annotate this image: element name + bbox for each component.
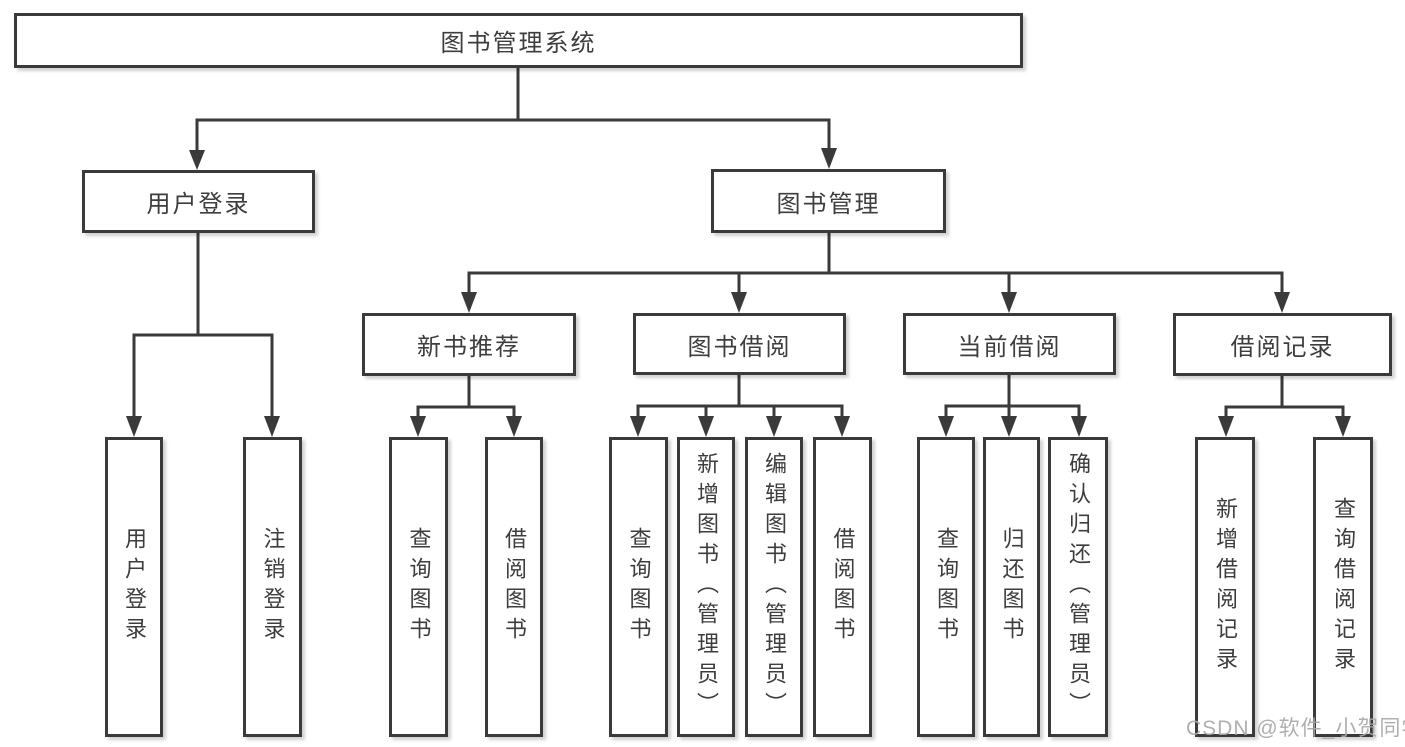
node-query-books-recommend: 查询图书: [389, 437, 448, 737]
node-confirm-return-admin-label: 确认归还（管理员）: [1066, 452, 1091, 722]
node-user-login-label: 用户登录: [146, 191, 251, 218]
node-borrow-books-borrowing: 借阅图书: [813, 437, 872, 737]
node-book-management-label: 图书管理: [776, 190, 881, 218]
node-query-books-current-label: 查询图书: [934, 527, 959, 647]
node-borrow-books-recommend: 借阅图书: [485, 437, 543, 737]
node-query-books-recommend-label: 查询图书: [406, 527, 432, 647]
node-new-book-recommend: 新书推荐: [362, 313, 576, 376]
node-current-borrowing-label: 当前借阅: [957, 333, 1062, 361]
node-logout-op: 注销登录: [243, 437, 302, 737]
node-query-borrow-record: 查询借阅记录: [1313, 437, 1373, 737]
node-add-borrow-record: 新增借阅记录: [1195, 437, 1255, 737]
node-borrow-records-label: 借阅记录: [1230, 334, 1335, 361]
node-add-book-admin: 新增图书（管理员）: [677, 437, 735, 737]
node-return-book-label: 归还图书: [999, 527, 1025, 647]
node-library-system: 图书管理系统: [14, 13, 1023, 68]
node-borrow-books-recommend-label: 借阅图书: [502, 527, 527, 647]
node-logout-op-label: 注销登录: [260, 527, 286, 647]
node-query-books-current: 查询图书: [917, 437, 975, 737]
node-borrow-books-borrowing-label: 借阅图书: [830, 527, 856, 647]
node-add-book-admin-label: 新增图书（管理员）: [694, 452, 719, 722]
node-user-login-op-label: 用户登录: [122, 527, 147, 647]
node-query-borrow-record-label: 查询借阅记录: [1331, 497, 1356, 677]
node-return-book: 归还图书: [983, 437, 1040, 737]
node-library-system-label: 图书管理系统: [440, 30, 597, 57]
node-book-management: 图书管理: [711, 169, 946, 233]
node-query-books-borrowing-label: 查询图书: [626, 527, 652, 647]
node-book-borrowing-label: 图书借阅: [687, 333, 792, 361]
node-add-borrow-record-label: 新增借阅记录: [1213, 497, 1238, 677]
node-edit-book-admin: 编辑图书（管理员）: [745, 437, 803, 737]
node-book-borrowing: 图书借阅: [633, 313, 846, 375]
node-new-book-recommend-label: 新书推荐: [417, 334, 521, 361]
node-current-borrowing: 当前借阅: [903, 313, 1116, 375]
node-user-login-op: 用户登录: [105, 437, 163, 737]
node-borrow-records: 借阅记录: [1173, 313, 1392, 376]
node-confirm-return-admin: 确认归还（管理员）: [1048, 437, 1108, 737]
node-query-books-borrowing: 查询图书: [609, 437, 668, 737]
node-user-login: 用户登录: [82, 170, 315, 233]
csdn-watermark: CSDN @软件_小贺同学: [1186, 717, 1405, 740]
node-edit-book-admin-label: 编辑图书（管理员）: [762, 452, 787, 722]
